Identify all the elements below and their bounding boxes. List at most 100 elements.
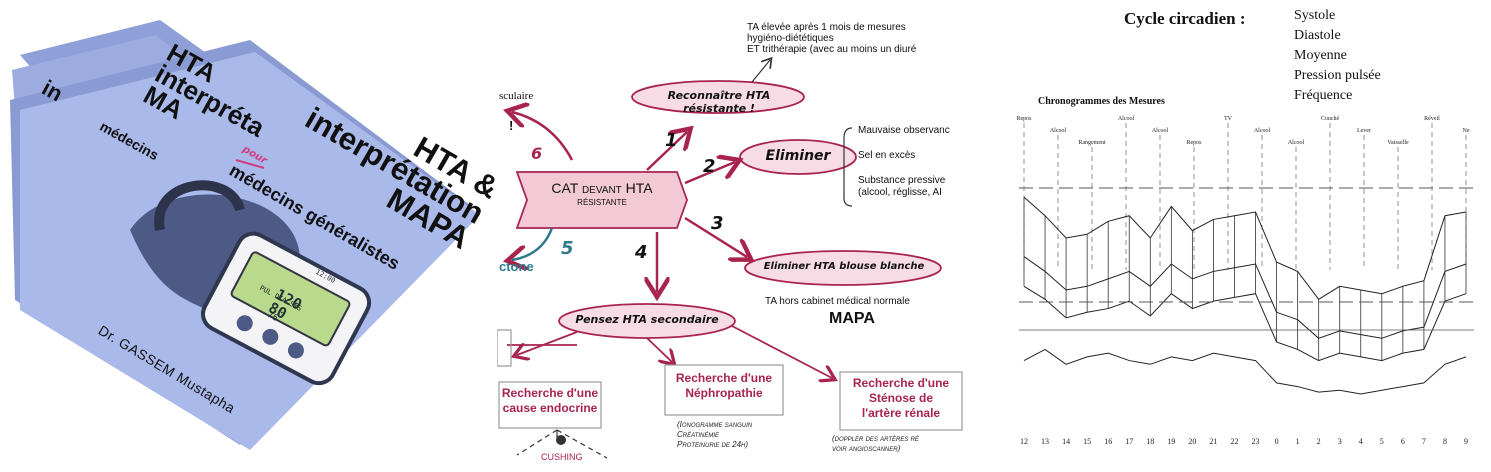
cycle-legend: Systole Diastole Moyenne Pression pulsée… <box>1294 6 1381 106</box>
box-stenose-note: (doppler des artères ré voir angioscanne… <box>832 434 919 454</box>
cause-substance-detail: (alcool, réglisse, AI <box>858 187 942 198</box>
event-label: Couché <box>1321 116 1340 122</box>
number-3: 3 <box>711 213 724 234</box>
hour-tick-label: 6 <box>1401 437 1405 446</box>
box2-line-2: Néphropathie <box>685 386 763 400</box>
event-label: Réveil <box>1424 116 1440 122</box>
top-note-line-3: ET trithérapie (avec au moins un diuré <box>747 44 917 55</box>
box-endocrine-text: Recherche d'une cause endocrine <box>501 386 599 416</box>
box-stenose-text: Recherche d'une Sténose de l'artère réna… <box>842 376 960 421</box>
legend-systole: Systole <box>1294 8 1336 23</box>
event-label: Alcool <box>1050 128 1067 134</box>
cause-sel: Sel en excès <box>858 150 916 161</box>
chrono-title: Chronogrammes des Mesures <box>1038 96 1165 107</box>
series-line <box>1023 196 1467 300</box>
box-nephro <box>664 364 784 416</box>
box-stenose <box>839 371 963 431</box>
chrono-plot: ReposAlcoolRangementAlcoolAlcoolReposTVA… <box>1017 116 1474 446</box>
ta-hors-label: TA hors cabinet médical normale <box>765 296 910 307</box>
cause-observance: Mauvaise observanc <box>858 125 950 136</box>
center-line-2: résistante <box>577 196 627 208</box>
hour-tick-label: 20 <box>1188 437 1196 446</box>
box3-note-1: (doppler des artères ré <box>832 434 919 443</box>
eliminer-label: Eliminer <box>765 148 831 164</box>
measure-bars <box>1023 197 1467 361</box>
cause-substance: Substance pressive <box>858 175 946 186</box>
event-label: Alcool <box>1152 128 1169 134</box>
center-line-1: CAT devant HTA <box>551 180 653 196</box>
top-note-line-2: hygiéno-diététiques <box>747 33 834 44</box>
blouse-label: Eliminer HTA blouse blanche <box>763 261 925 272</box>
hour-tick-label: 1 <box>1296 437 1300 446</box>
causes-list: Mauvaise observanc Sel en excès Substanc… <box>858 125 950 199</box>
series-line <box>1023 256 1467 339</box>
event-label: Repos <box>1187 140 1203 146</box>
left-bang: ! <box>509 118 514 133</box>
event-markers: ReposAlcoolRangementAlcoolAlcoolReposTVA… <box>1017 116 1470 270</box>
hour-tick-label: 3 <box>1338 437 1342 446</box>
legend-moyenne: Moyenne <box>1294 48 1347 63</box>
cycle-title: Cycle circadien : <box>1124 9 1246 28</box>
hour-tick-label: 7 <box>1422 437 1426 446</box>
box3-line-1: Recherche d'une <box>852 376 950 390</box>
hour-tick-label: 21 <box>1209 437 1217 446</box>
event-label: Vaisselle <box>1387 140 1409 146</box>
number-5: 5 <box>561 238 574 259</box>
center-node <box>515 171 688 229</box>
event-label: Ne <box>1463 128 1470 134</box>
hour-tick-label: 23 <box>1252 437 1260 446</box>
event-label: Lever <box>1357 128 1371 134</box>
hour-tick-label: 13 <box>1041 437 1049 446</box>
box2-line-1: Recherche d'une <box>675 371 773 385</box>
hour-tick-label: 22 <box>1230 437 1238 446</box>
event-label: Alcool <box>1288 140 1305 146</box>
left-top-label: sculaire <box>499 90 534 102</box>
hour-tick-label: 19 <box>1167 437 1175 446</box>
mapa-label: MAPA <box>829 310 875 327</box>
cushing-label: CUSHING <box>541 452 583 462</box>
event-label: Alcool <box>1254 128 1271 134</box>
hour-tick-label: 16 <box>1104 437 1112 446</box>
hour-tick-label: 8 <box>1443 437 1447 446</box>
hour-tick-label: 0 <box>1275 437 1279 446</box>
resistant-node <box>631 80 805 114</box>
center-label: CAT devant HTA résistante <box>522 180 682 208</box>
legend-frequence: Fréquence <box>1294 88 1353 103</box>
top-note: TA élevée après 1 mois de mesures hygién… <box>747 22 916 55</box>
spiro-label: ctone <box>499 259 534 274</box>
hour-tick-label: 4 <box>1359 437 1363 446</box>
resistant-label: Reconnaître HTA résistante ! <box>667 89 771 115</box>
event-label: Alcool <box>1118 116 1135 122</box>
number-1: 1 <box>665 130 678 151</box>
number-2: 2 <box>703 156 716 177</box>
box2-note-2: Créatinémie <box>677 430 720 439</box>
top-note-line-1: TA élevée après 1 mois de mesures <box>747 22 906 33</box>
hour-tick-label: 2 <box>1317 437 1321 446</box>
hour-tick-label: 12 <box>1020 437 1028 446</box>
hour-tick-label: 15 <box>1083 437 1091 446</box>
box3-line-3: l'artère rénale <box>861 406 941 420</box>
cuff-tube <box>154 180 245 231</box>
mindmap-lines <box>497 0 963 459</box>
chrono-chart: Cycle circadien : Systole Diastole Moyen… <box>994 0 1491 472</box>
box2-note-1: (Ionogramme sanguin <box>677 420 753 429</box>
bp-monitor <box>201 231 372 386</box>
legend-diastole: Diastole <box>1294 28 1341 43</box>
blouse-node <box>744 250 942 286</box>
event-label: TV <box>1224 116 1233 122</box>
hour-tick-label: 18 <box>1146 437 1154 446</box>
box2-note-3: Proteinurie de 24h) <box>677 440 749 449</box>
box3-note-2: voir angioscanner) <box>832 444 901 453</box>
box-nephro-text: Recherche d'une Néphropathie <box>667 371 781 401</box>
number-4: 4 <box>635 242 648 263</box>
series-line <box>1023 285 1467 362</box>
box-nephro-note: (Ionogramme sanguin Créatinémie Proteinu… <box>677 420 752 450</box>
hour-tick-label: 9 <box>1464 437 1468 446</box>
hour-tick-label: 5 <box>1380 437 1384 446</box>
box3-line-2: Sténose de <box>868 391 934 405</box>
event-label: Rangement <box>1078 140 1106 146</box>
event-label: Repos <box>1017 116 1033 122</box>
mindmap-image: TA élevée après 1 mois de mesures hygién… <box>497 0 994 472</box>
hour-tick-label: 17 <box>1125 437 1133 446</box>
